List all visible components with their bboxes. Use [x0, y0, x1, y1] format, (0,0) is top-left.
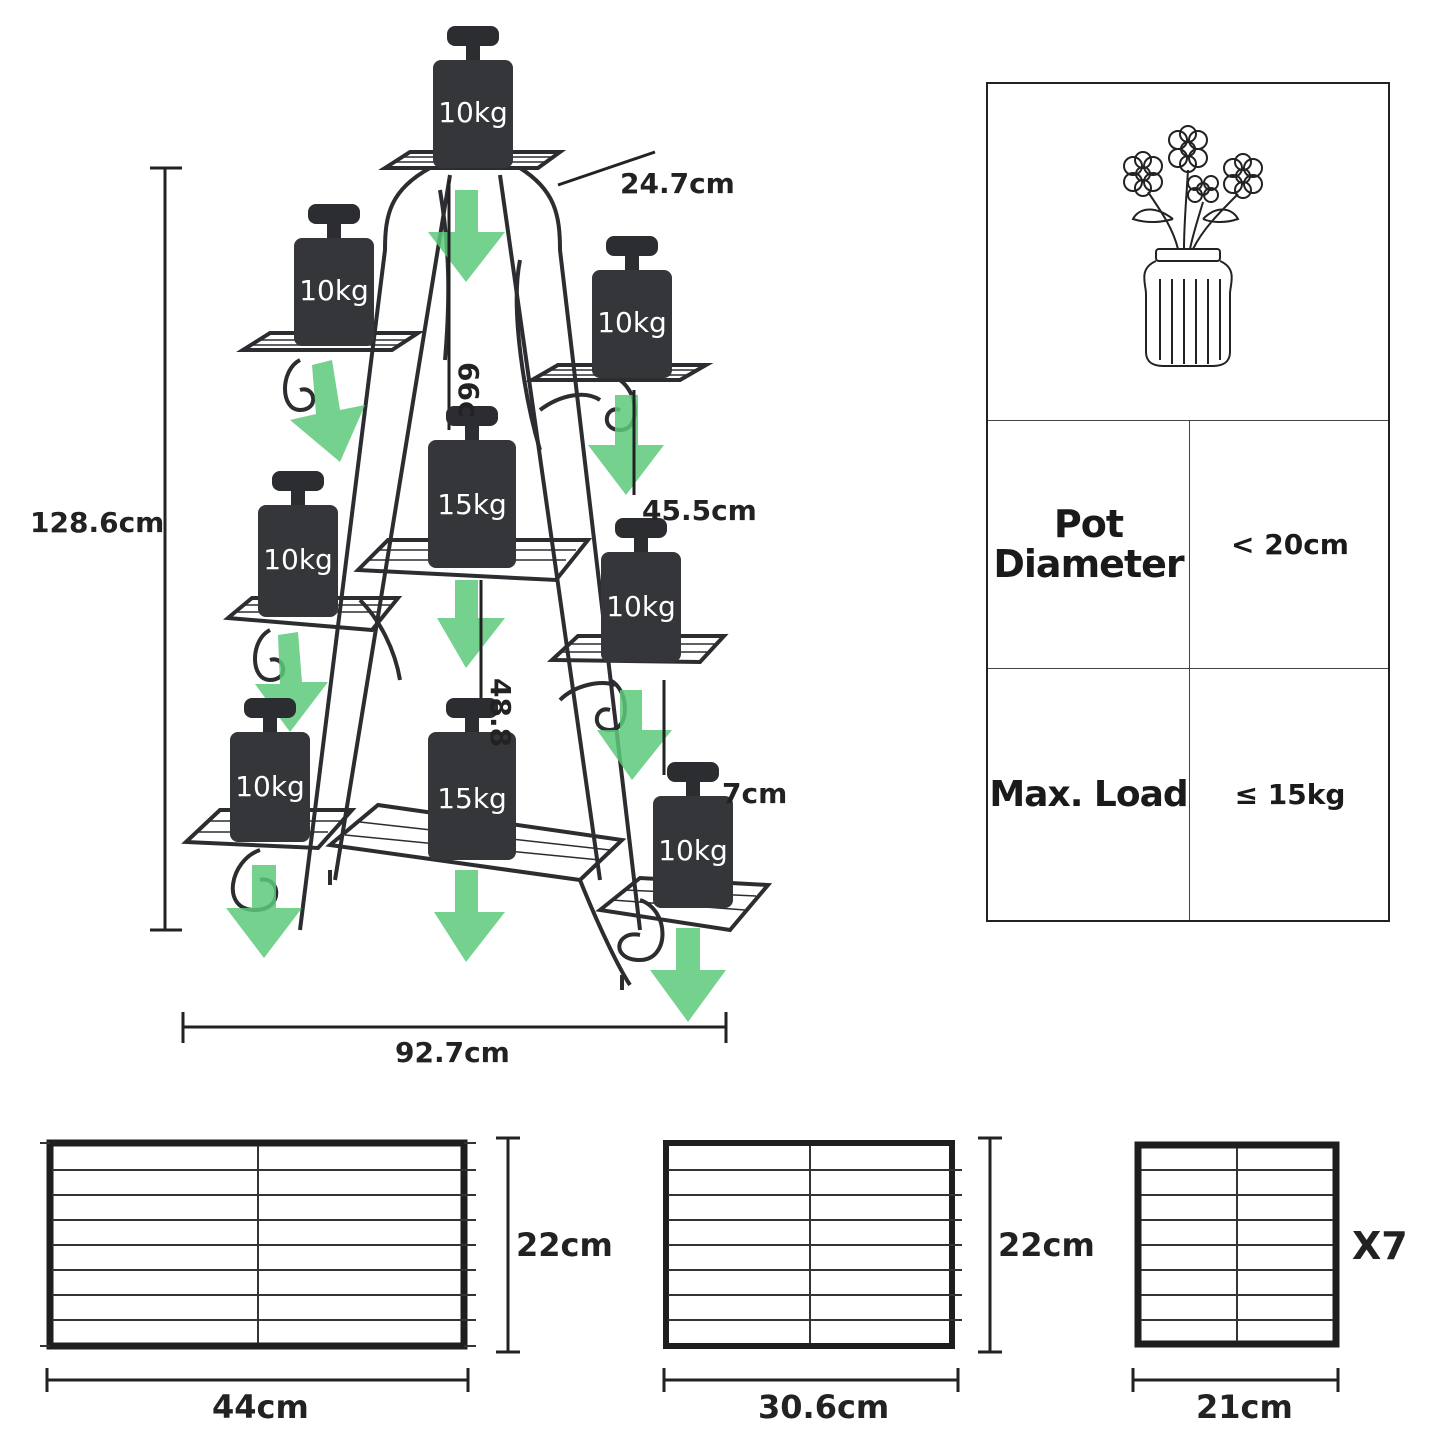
shelf-small-width: 21cm	[1196, 1388, 1293, 1426]
plant-stand-illustration: 10kg 10kg 10kg 15kg 10kg	[150, 26, 773, 1043]
weight-lower-right: 10kg	[653, 762, 733, 908]
internal-dimension-lines	[447, 180, 666, 775]
flower-vase-icon	[1123, 125, 1263, 367]
spec-label-line: Pot	[1053, 501, 1124, 546]
shelf-diagrams	[40, 1136, 1340, 1392]
dim-top-shelf: 24.7cm	[620, 167, 735, 200]
arrow-middle-center	[437, 580, 505, 668]
arrow-top	[428, 190, 505, 282]
spec-value-max-load: ≤ 15kg	[1234, 778, 1346, 811]
weight-label: 10kg	[263, 543, 333, 576]
weights: 10kg 10kg 10kg 15kg 10kg	[230, 26, 733, 908]
arrow-lower-right	[650, 928, 726, 1022]
weight-label: 10kg	[235, 770, 305, 803]
weight-middle-left: 10kg	[258, 471, 338, 617]
dim-gap-right-lower: 7cm	[722, 777, 788, 810]
arrow-upper-left	[290, 360, 365, 462]
spec-label-pot-diameter: Pot Diameter	[988, 421, 1190, 668]
arrow-upper-right	[588, 395, 664, 495]
arrow-lower-center	[434, 870, 505, 962]
shelf-large-depth: 22cm	[516, 1226, 613, 1264]
shelf-lower-right	[595, 875, 773, 933]
shelf-diagram-small	[1131, 1141, 1340, 1392]
weight-top: 10kg	[433, 26, 513, 168]
weight-upper-left: 10kg	[294, 204, 374, 346]
shelf-diagram-large	[40, 1136, 520, 1392]
weight-label: 15kg	[437, 782, 507, 815]
dim-gap-right-upper: 45.5cm	[642, 494, 757, 527]
arrow-middle-right	[597, 690, 672, 780]
dim-gap-center-lower: 48.8	[484, 678, 517, 748]
weight-label: 10kg	[597, 306, 667, 339]
spec-table: Pot Diameter < 20cm Max. Load ≤ 15kg	[986, 82, 1390, 922]
weight-middle-right: 10kg	[601, 518, 681, 662]
weight-middle-center: 15kg	[428, 406, 516, 568]
weight-lower-center: 15kg	[428, 698, 516, 860]
spec-label-line: Diameter	[993, 541, 1184, 586]
weight-upper-right: 10kg	[592, 236, 672, 378]
dim-height-total: 128.6cm	[30, 506, 165, 539]
width-dimension-line	[181, 1012, 728, 1043]
weight-lower-left: 10kg	[230, 698, 310, 842]
load-arrows	[226, 190, 726, 1022]
flower-icon	[1123, 151, 1163, 197]
vase-illustration	[988, 84, 1388, 421]
spec-label-line: Max. Load	[989, 773, 1188, 815]
weight-label: 10kg	[606, 590, 676, 623]
spec-value-pot-diameter: < 20cm	[1231, 528, 1349, 561]
top-shelf-leader	[557, 150, 656, 187]
flower-icon	[1187, 175, 1219, 203]
shelf-diagram-medium	[662, 1136, 1002, 1392]
dim-width-total: 92.7cm	[395, 1036, 510, 1069]
shelf-medium-width: 30.6cm	[758, 1388, 890, 1426]
shelf-medium-depth: 22cm	[998, 1226, 1095, 1264]
shelf-upper-left	[236, 331, 425, 352]
dim-gap-top: 66c	[452, 362, 485, 418]
spec-row-pot-diameter: Pot Diameter < 20cm	[988, 421, 1388, 669]
spec-row-max-load: Max. Load ≤ 15kg	[988, 669, 1388, 920]
flower-icon	[1168, 125, 1208, 173]
weight-label: 10kg	[438, 96, 508, 129]
weight-label: 10kg	[299, 274, 369, 307]
shelf-small-quantity: X7	[1352, 1224, 1408, 1268]
weight-label: 15kg	[437, 488, 507, 521]
flower-icon	[1223, 153, 1263, 199]
height-dimension-line	[150, 166, 182, 932]
shelf-lower-center	[325, 802, 627, 883]
shelf-large-width: 44cm	[212, 1388, 309, 1426]
weight-label: 10kg	[658, 834, 728, 867]
arrow-lower-left	[226, 865, 302, 958]
spec-label-max-load: Max. Load	[988, 669, 1190, 920]
